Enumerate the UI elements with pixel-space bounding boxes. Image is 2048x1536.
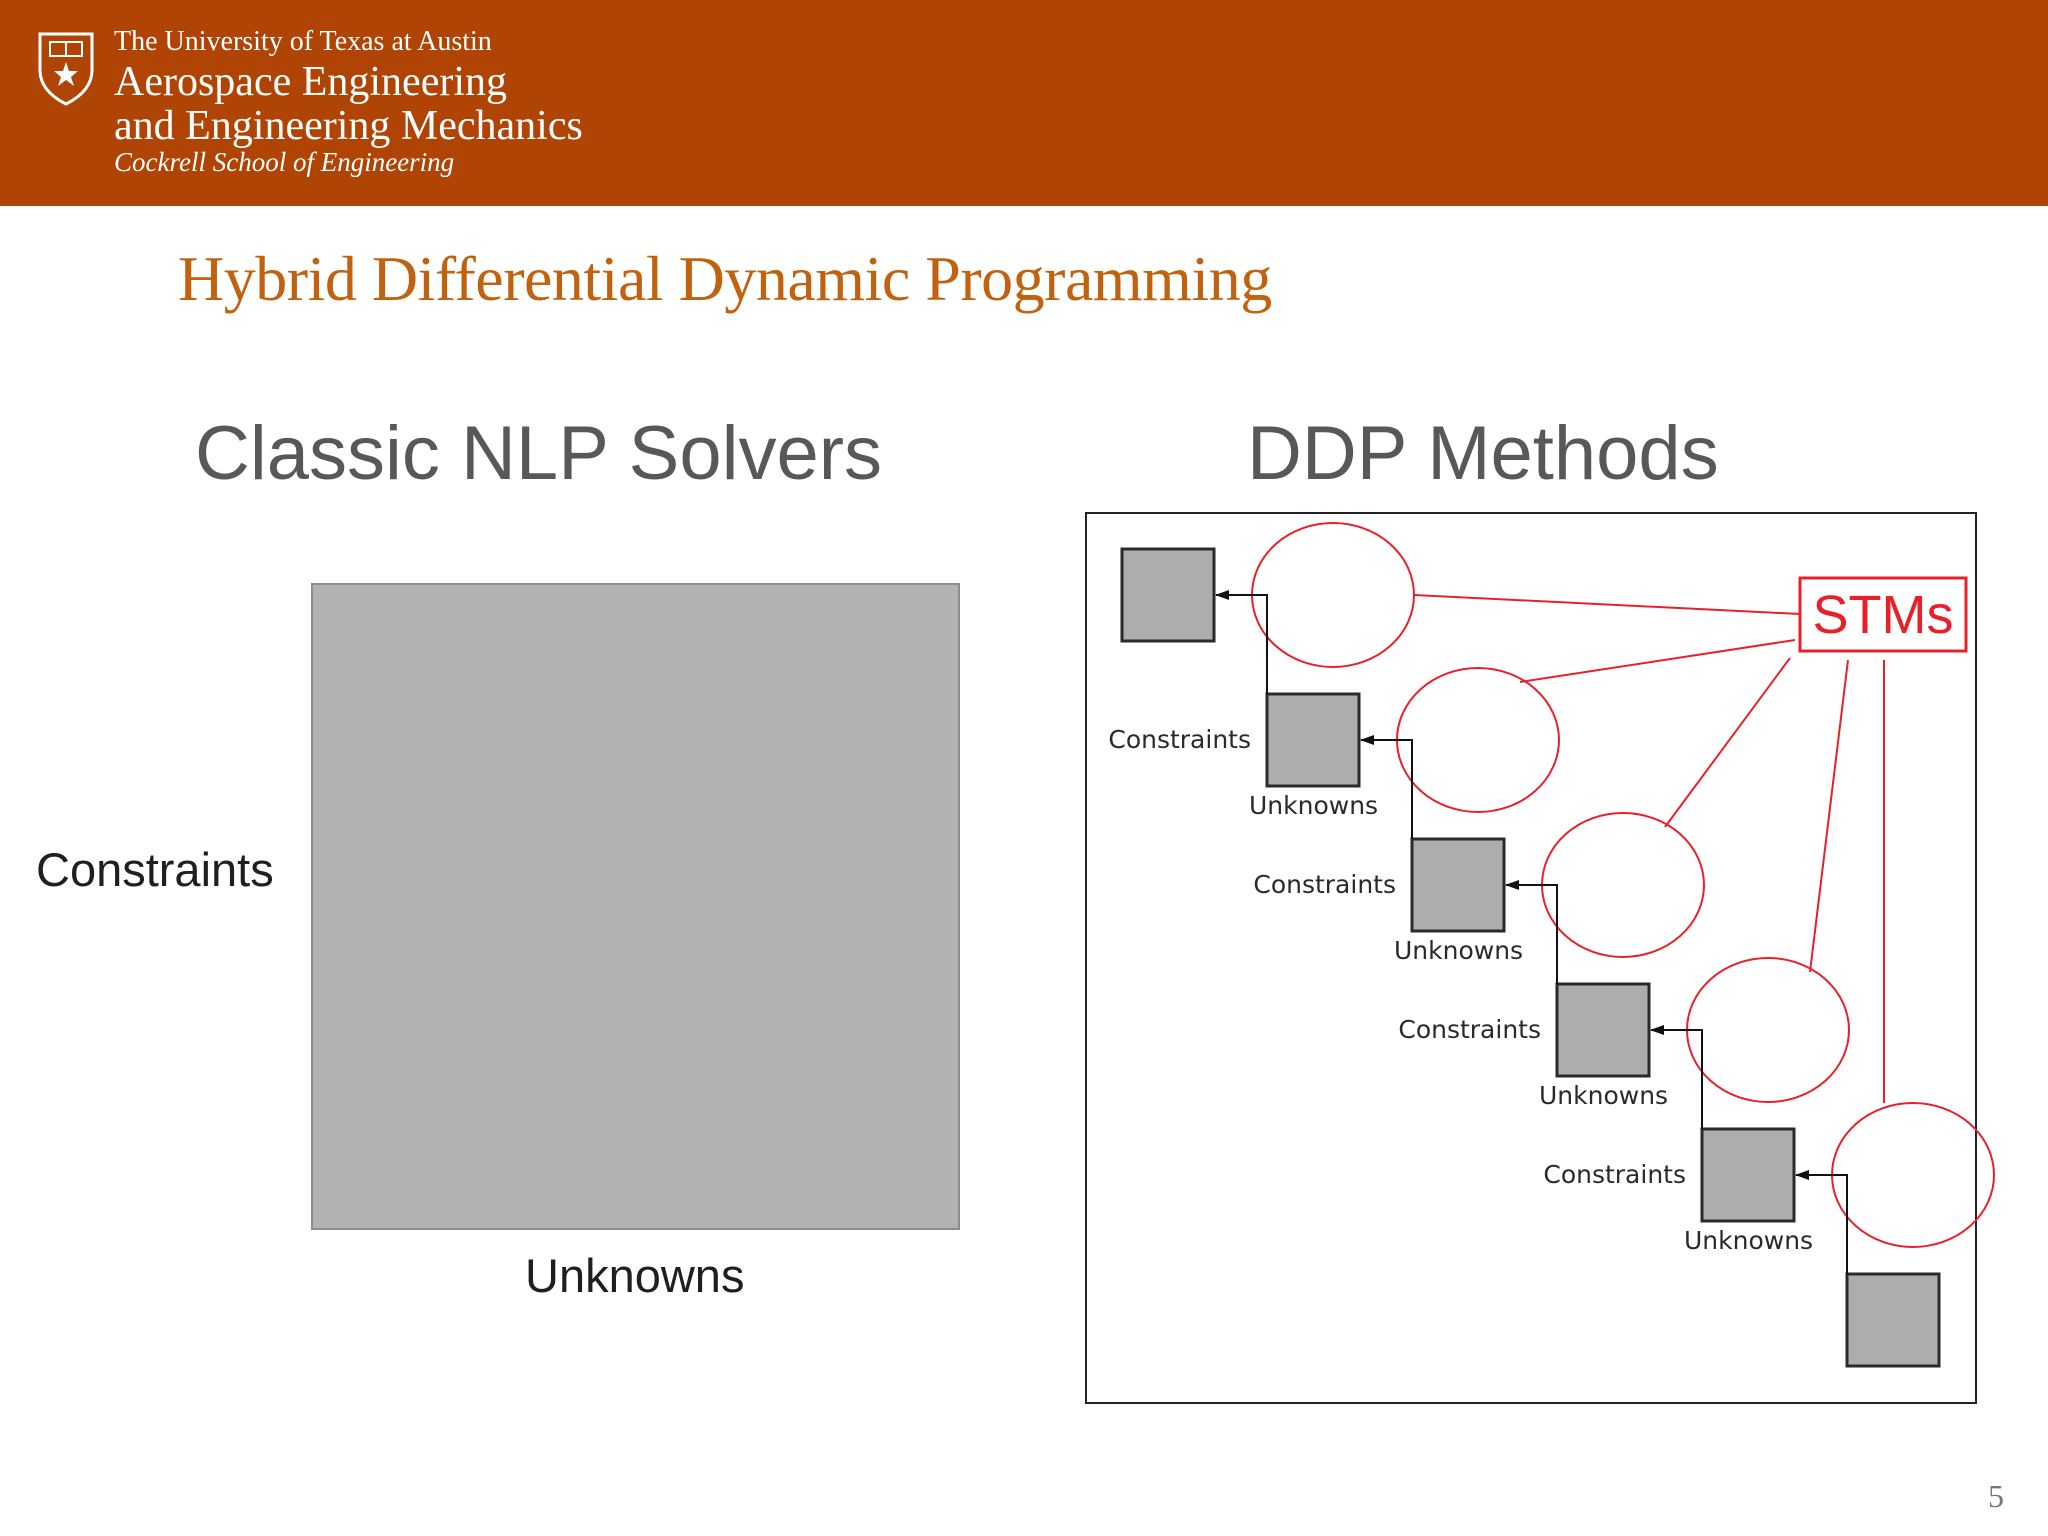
stms-label: STMs	[1813, 585, 1954, 645]
ddp-unknowns-label: Unknowns	[1684, 1226, 1813, 1255]
department-name-line1: Aerospace Engineering	[114, 59, 507, 105]
slide-header: The University of Texas at Austin Aerosp…	[0, 0, 2048, 206]
university-name: The University of Texas at Austin	[114, 26, 492, 57]
dependency-arrow	[1215, 590, 1268, 694]
dependency-arrow	[1360, 735, 1413, 839]
department-name-line2: and Engineering Mechanics	[114, 103, 583, 149]
dependency-arrow	[1650, 1025, 1703, 1129]
ddp-constraints-label: Constraints	[1253, 870, 1396, 899]
ddp-constraints-label: Constraints	[1398, 1015, 1541, 1044]
ut-seal-icon	[38, 32, 94, 106]
jacobian-block	[1410, 837, 1506, 933]
stms-connector-line	[1809, 659, 1849, 973]
dense-jacobian-block	[311, 583, 960, 1230]
ddp-unknowns-label: Unknowns	[1249, 791, 1378, 820]
jacobian-block	[1555, 982, 1651, 1078]
matrix-constraints-label: Constraints	[36, 843, 274, 896]
jacobian-block	[1120, 547, 1216, 643]
ddp-constraints-label: Constraints	[1543, 1160, 1686, 1189]
stms-connector-line	[1519, 639, 1796, 683]
stms-box	[1798, 576, 1968, 653]
ddp-unknowns-label: Unknowns	[1394, 936, 1523, 965]
dependency-arrow	[1505, 880, 1558, 984]
jacobian-block	[1265, 692, 1361, 788]
ddp-blocks-group: ConstraintsConstraintsConstraintsConstra…	[1108, 522, 1995, 1368]
ddp-constraints-label: Constraints	[1108, 725, 1251, 754]
ddp-methods-heading: DDP Methods	[1247, 411, 1719, 496]
ddp-frame	[1085, 512, 1977, 1404]
jacobian-block	[1700, 1127, 1796, 1223]
ddp-unknowns-label: Unknowns	[1539, 1081, 1668, 1110]
slide-title: Hybrid Differential Dynamic Programming	[178, 243, 1272, 314]
classic-nlp-heading: Classic NLP Solvers	[195, 411, 883, 496]
page-number: 5	[1988, 1478, 2004, 1514]
jacobian-block	[1845, 1272, 1941, 1368]
stms-connector-line	[1664, 657, 1791, 828]
matrix-unknowns-label: Unknowns	[525, 1249, 745, 1302]
dependency-arrow	[1795, 1170, 1848, 1274]
school-name: Cockrell School of Engineering	[114, 147, 455, 177]
stms-connector-line	[1413, 594, 1801, 615]
